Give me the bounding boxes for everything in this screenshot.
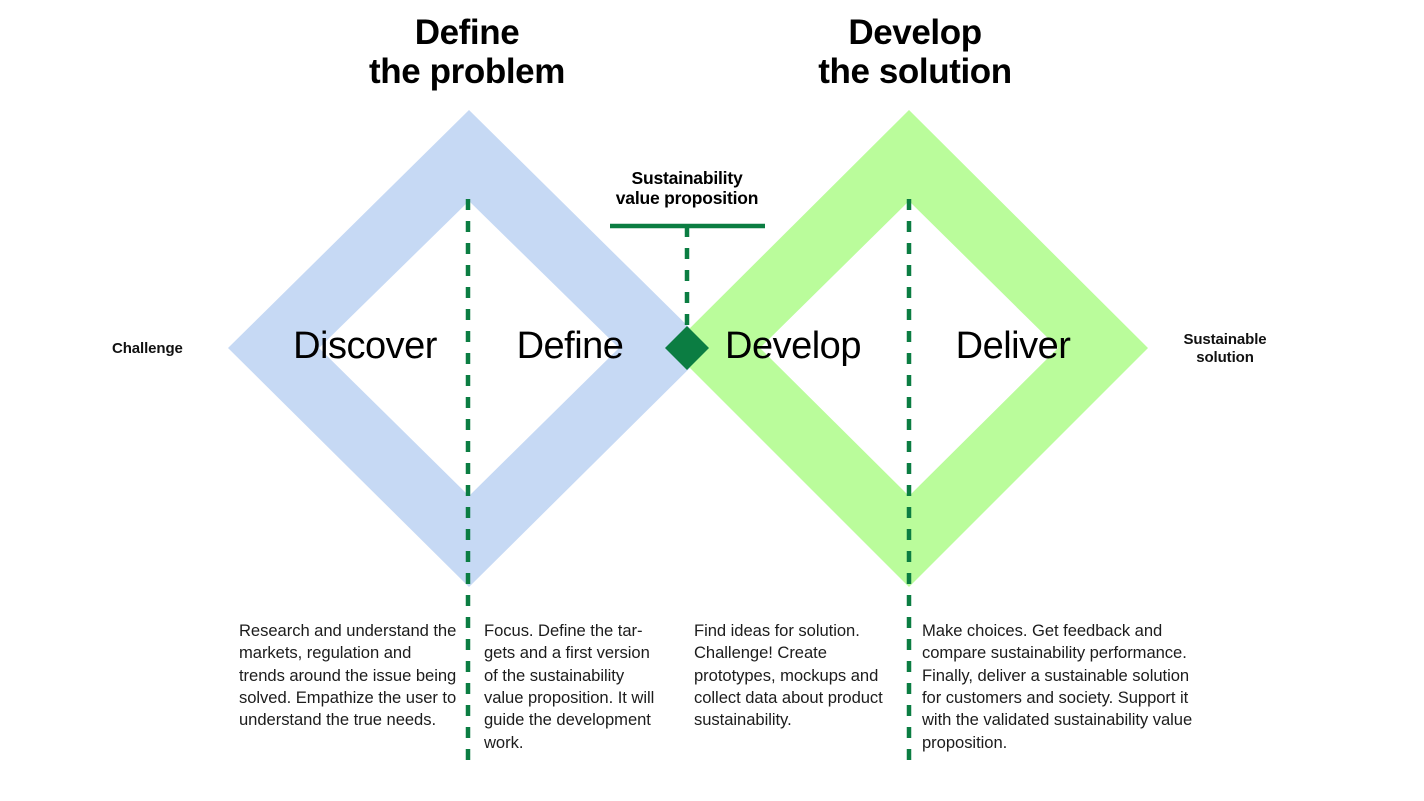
stage-description-define: Focus. Define the tar- gets and a first … — [484, 621, 655, 752]
value-proposition-label: Sustainability value proposition — [615, 168, 759, 209]
diamond-shape-left — [228, 110, 710, 587]
diamond-shape-right — [670, 110, 1148, 587]
diamond-marker — [665, 326, 709, 370]
heading-define-the-problem: Define the problem — [369, 13, 565, 92]
stage-label-define: Define — [516, 325, 624, 367]
stage-label-develop: Develop — [725, 325, 861, 367]
heading-develop-the-solution: Develop the solution — [818, 13, 1012, 92]
stage-description-develop: Find ideas for solution. Challenge! Crea… — [694, 621, 883, 730]
stage-label-discover: Discover — [293, 325, 437, 367]
stage-description-discover: Research and understand the markets, reg… — [239, 621, 457, 730]
stage-description-deliver: Make choices. Get feedback and compare s… — [922, 621, 1193, 752]
stage-label-deliver: Deliver — [955, 325, 1071, 367]
edge-label-challenge: Challenge — [112, 340, 183, 357]
edge-label-sustainable-solution: Sustainable solution — [1183, 331, 1267, 366]
